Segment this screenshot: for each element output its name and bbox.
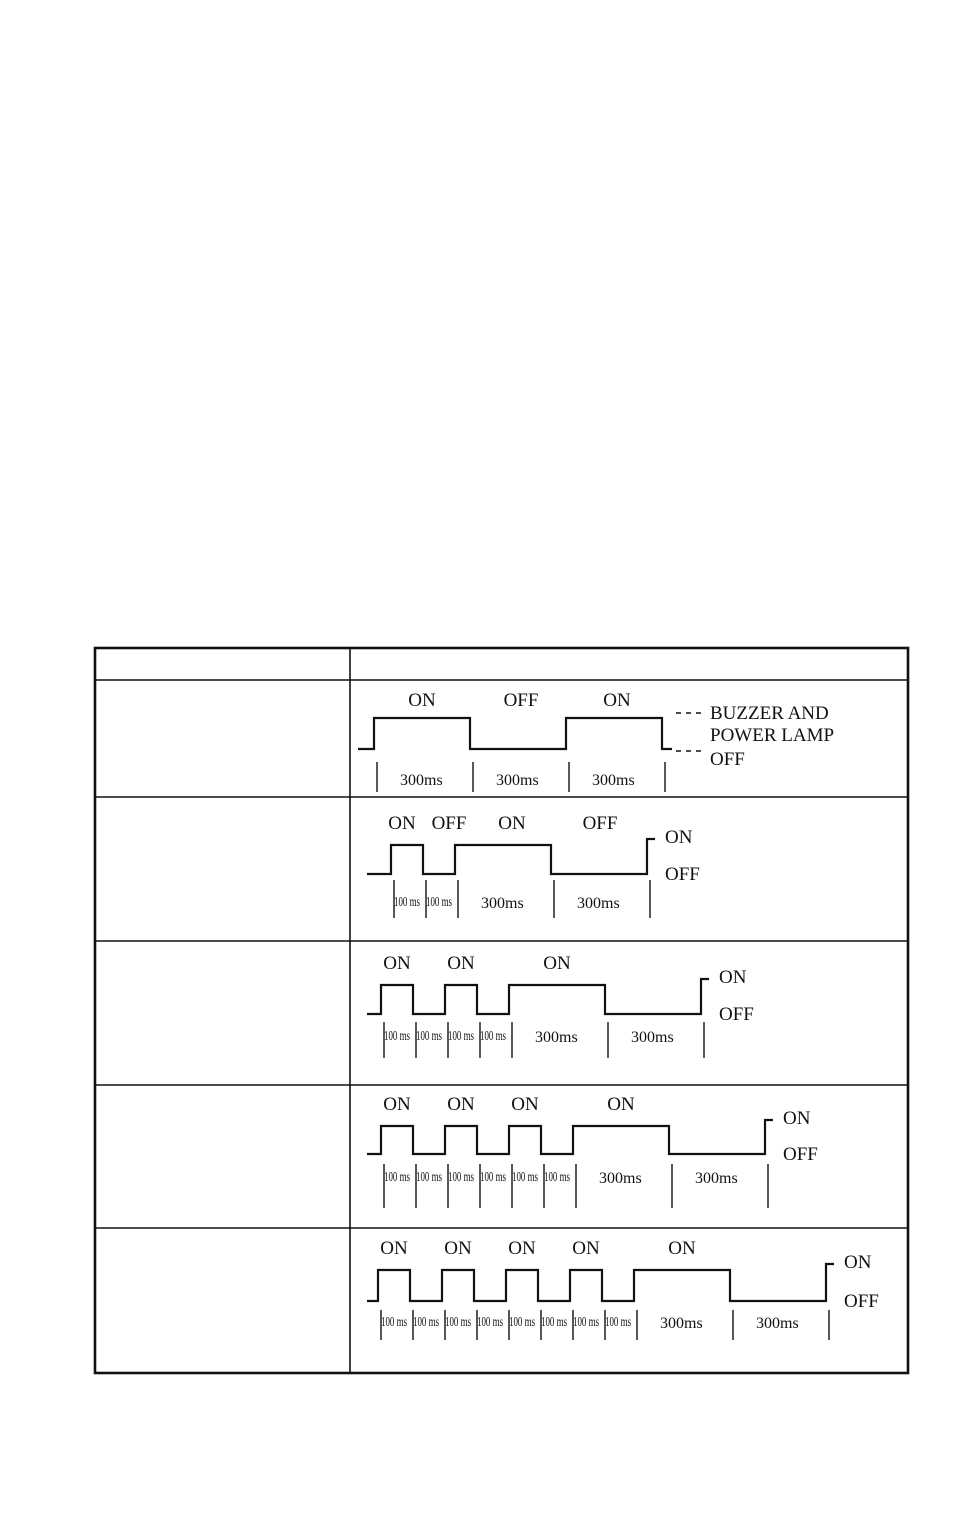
level-label-off: OFF bbox=[665, 864, 700, 885]
duration-label: 300ms bbox=[496, 772, 539, 789]
waveform bbox=[367, 1118, 773, 1156]
annotation-line: BUZZER AND bbox=[710, 703, 829, 724]
pattern-row-2: 100 ms 100 ms 300ms 300ms ON OFF ON OFF ON OFF bbox=[367, 813, 700, 918]
state-label: ON bbox=[383, 1094, 411, 1115]
duration-label: 100 ms bbox=[413, 1315, 439, 1330]
duration-label: 300ms bbox=[400, 772, 443, 789]
level-label-off: OFF bbox=[719, 1004, 754, 1025]
state-label: ON bbox=[603, 690, 631, 711]
duration-label: 100 ms bbox=[573, 1315, 599, 1330]
state-label: ON bbox=[498, 813, 526, 834]
duration-label: 300ms bbox=[577, 895, 620, 912]
duration-label: 100 ms bbox=[605, 1315, 631, 1330]
state-label: ON bbox=[380, 1238, 408, 1259]
duration-label: 100 ms bbox=[445, 1315, 471, 1330]
state-label: ON bbox=[572, 1238, 600, 1259]
pattern-row-3: 100 ms 100 ms 100 ms 100 ms 300ms 300ms ON ON ON… bbox=[367, 953, 754, 1058]
duration-label: 100 ms bbox=[384, 1170, 410, 1185]
duration-label: 300ms bbox=[660, 1315, 703, 1332]
duration-label: 100 ms bbox=[426, 895, 452, 910]
state-label: ON bbox=[511, 1094, 539, 1115]
duration-label: 100 ms bbox=[381, 1315, 407, 1330]
pattern-row-5: 100 ms 100 ms 100 ms 100 ms 100 ms 100 ms 100 … bbox=[367, 1238, 879, 1340]
pattern-row-4: 100 ms 100 ms 100 ms 100 ms 100 ms 100 ms 300m… bbox=[367, 1094, 818, 1208]
annotation-line: POWER LAMP bbox=[710, 725, 834, 746]
state-label: ON bbox=[447, 953, 475, 974]
waveform bbox=[367, 1262, 834, 1303]
state-label: ON bbox=[668, 1238, 696, 1259]
state-label: OFF bbox=[583, 813, 618, 834]
level-label-off: OFF bbox=[783, 1144, 818, 1165]
duration-label: 300ms bbox=[695, 1170, 738, 1187]
duration-label: 300ms bbox=[592, 772, 635, 789]
duration-label: 300ms bbox=[631, 1029, 674, 1046]
duration-label: 100 ms bbox=[416, 1170, 442, 1185]
level-label-on: ON bbox=[783, 1108, 811, 1129]
state-label: OFF bbox=[432, 813, 467, 834]
duration-label: 100 ms bbox=[477, 1315, 503, 1330]
duration-label: 100 ms bbox=[541, 1315, 567, 1330]
state-label: ON bbox=[383, 953, 411, 974]
state-label: ON bbox=[447, 1094, 475, 1115]
duration-label: 300ms bbox=[599, 1170, 642, 1187]
duration-label: 100 ms bbox=[480, 1170, 506, 1185]
state-label: ON bbox=[607, 1094, 635, 1115]
duration-label: 100 ms bbox=[448, 1170, 474, 1185]
duration-label: 300ms bbox=[756, 1315, 799, 1332]
waveform bbox=[358, 716, 672, 751]
duration-label: 100 ms bbox=[509, 1315, 535, 1330]
duration-label: 100 ms bbox=[512, 1170, 538, 1185]
waveform bbox=[367, 837, 655, 876]
level-label-off: OFF bbox=[844, 1291, 879, 1312]
duration-label: 300ms bbox=[481, 895, 524, 912]
level-label-on: ON bbox=[844, 1252, 872, 1273]
table-frame bbox=[93, 646, 910, 1375]
state-label: ON bbox=[543, 953, 571, 974]
annotation-line: OFF bbox=[710, 749, 745, 770]
level-label-on: ON bbox=[719, 967, 747, 988]
duration-label: 100 ms bbox=[394, 895, 420, 910]
state-label: OFF bbox=[504, 690, 539, 711]
state-label: ON bbox=[444, 1238, 472, 1259]
state-label: ON bbox=[408, 690, 436, 711]
state-label: ON bbox=[508, 1238, 536, 1259]
duration-label: 100 ms bbox=[544, 1170, 570, 1185]
duration-label: 100 ms bbox=[480, 1029, 506, 1044]
duration-label: 300ms bbox=[535, 1029, 578, 1046]
state-label: ON bbox=[388, 813, 416, 834]
level-label-on: ON bbox=[665, 827, 693, 848]
duration-label: 100 ms bbox=[448, 1029, 474, 1044]
waveform bbox=[367, 977, 709, 1016]
duration-label: 100 ms bbox=[416, 1029, 442, 1044]
duration-label: 100 ms bbox=[384, 1029, 410, 1044]
